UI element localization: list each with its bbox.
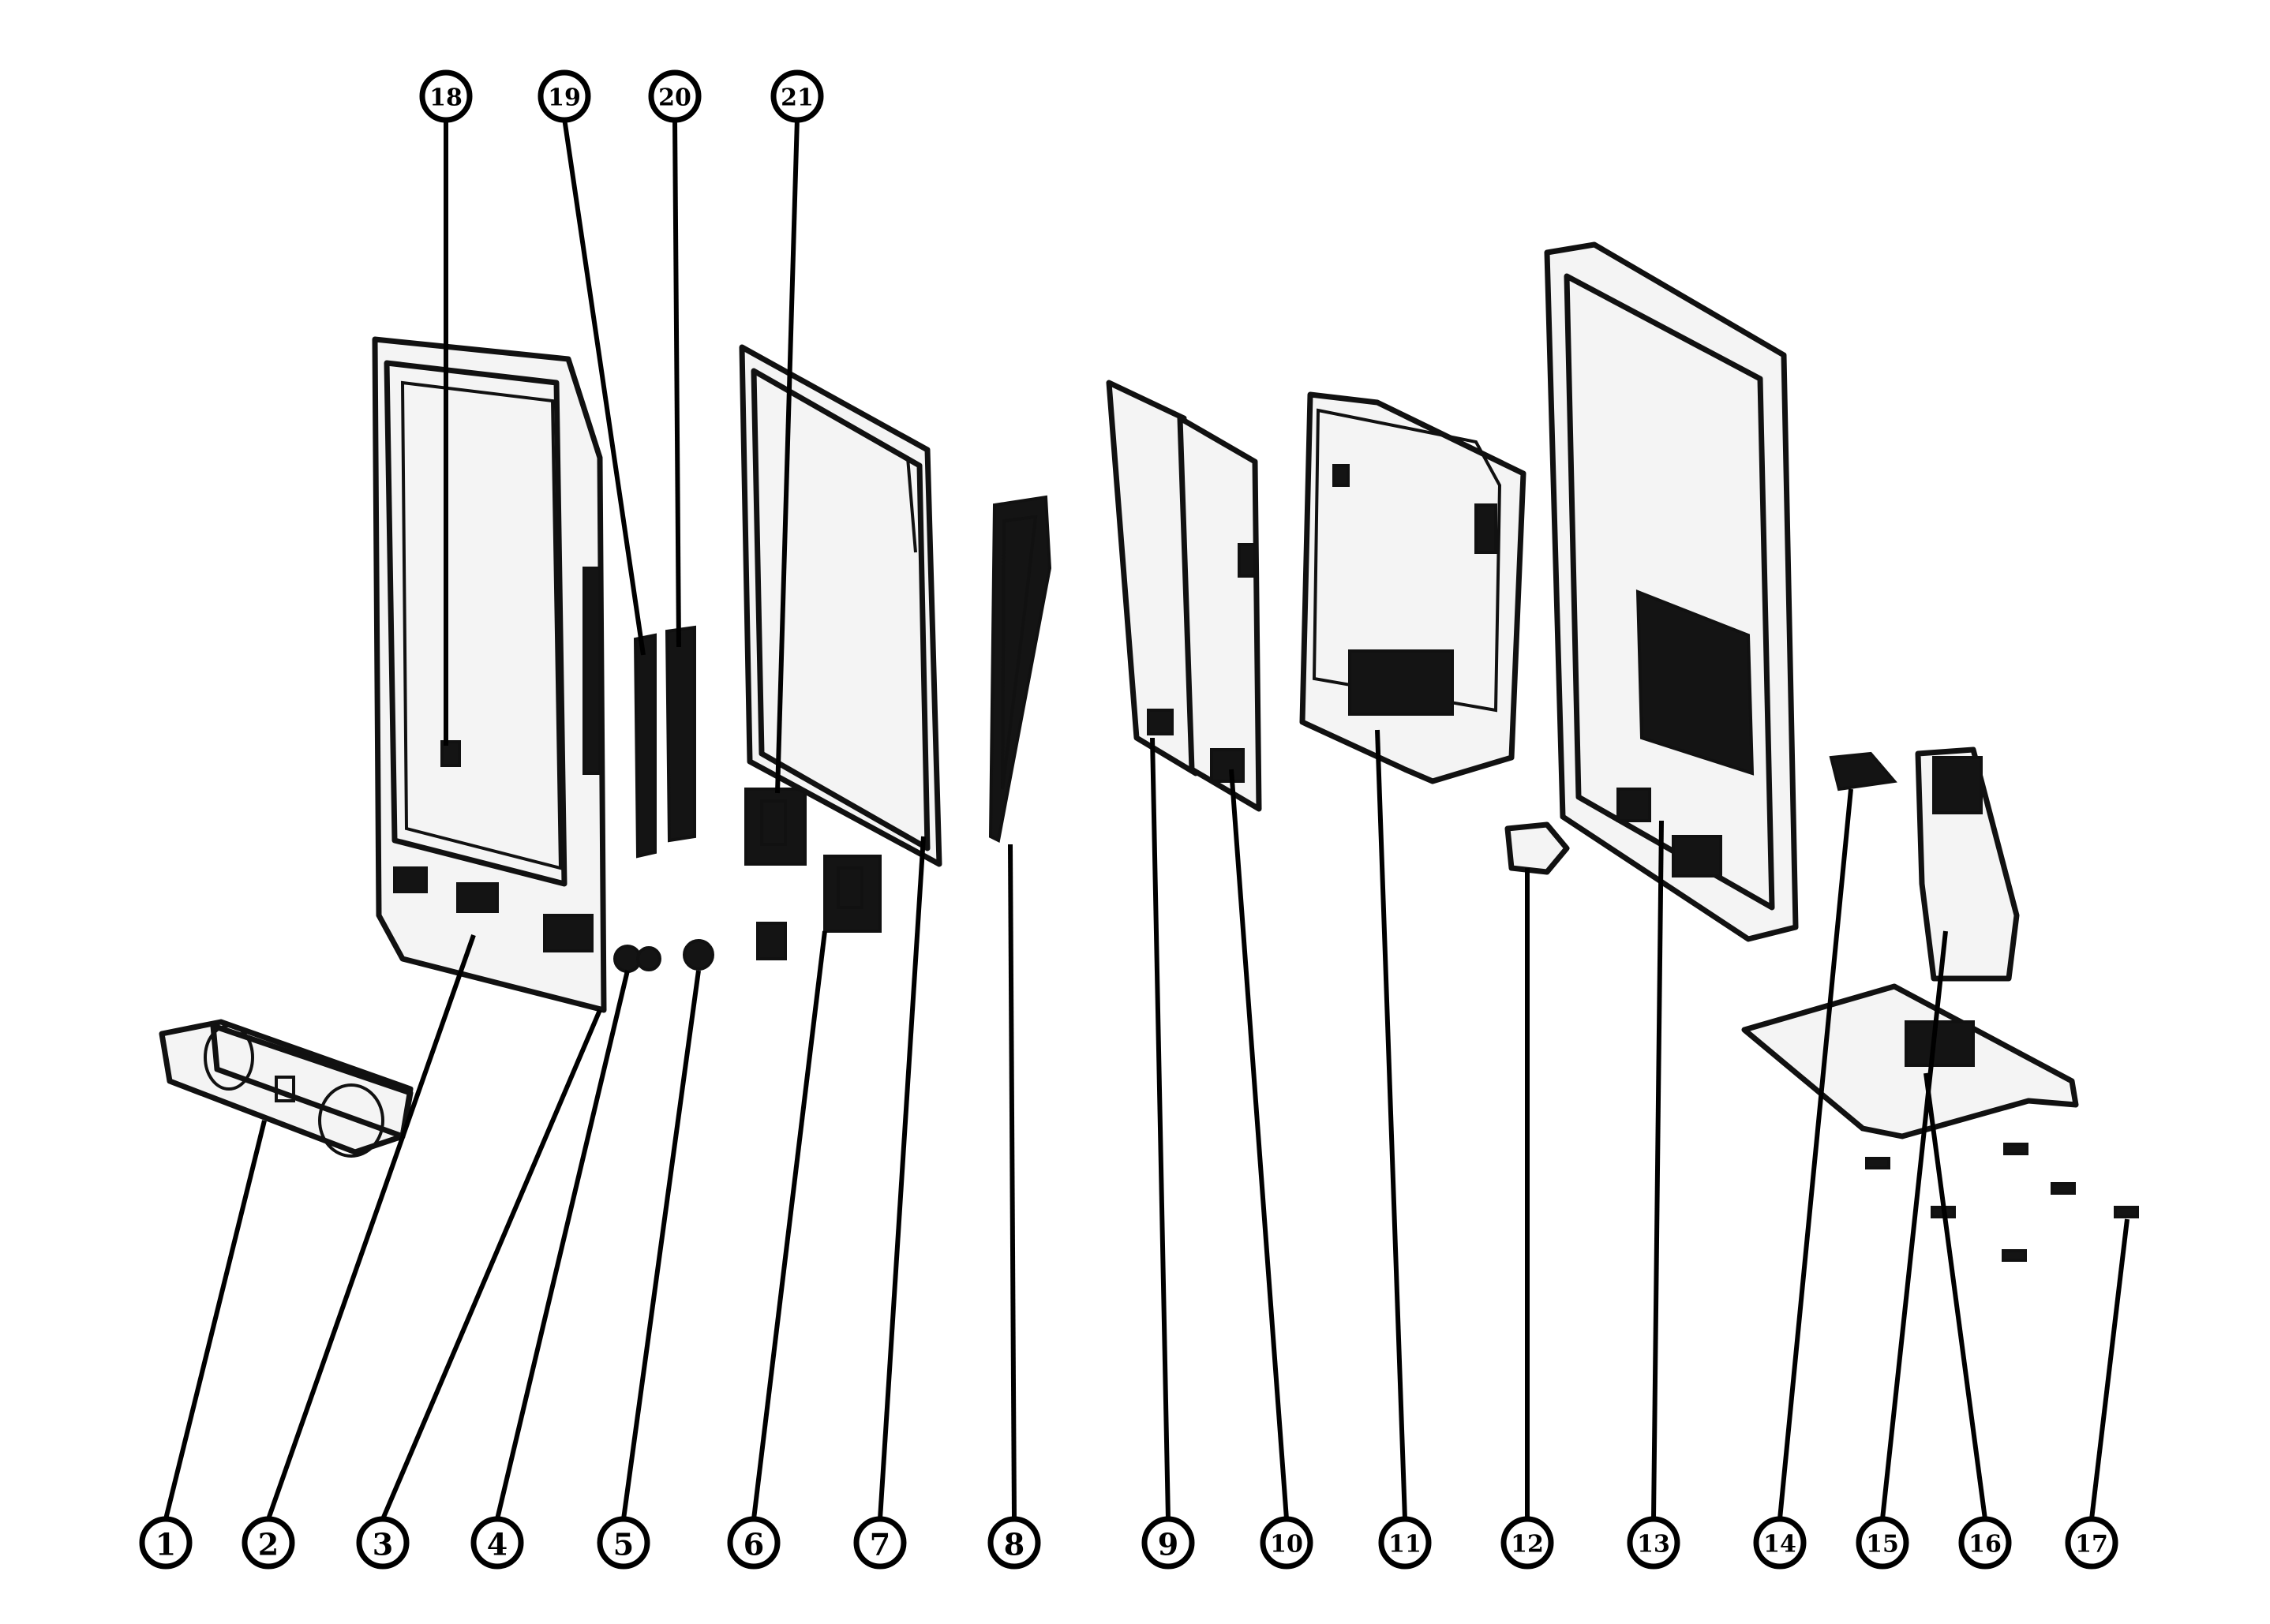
svg-text:20: 20: [658, 84, 691, 112]
svg-text:9: 9: [1158, 1527, 1178, 1562]
part-stand-neck: [1915, 747, 2020, 982]
callout-18: 18: [419, 69, 473, 123]
part-rubber-feet: [1865, 1143, 2139, 1262]
svg-text:8: 8: [1004, 1527, 1024, 1562]
svg-text:2: 2: [258, 1527, 279, 1562]
leader-lines: [163, 118, 2130, 1521]
svg-text:4: 4: [487, 1527, 508, 1562]
part-small-knob-5: [683, 939, 714, 971]
callout-13: 13: [1627, 1516, 1680, 1570]
callout-5: 5: [597, 1516, 650, 1570]
svg-text:6: 6: [744, 1527, 764, 1562]
callout-19: 19: [538, 69, 591, 123]
part-bracket-6: [823, 855, 882, 933]
part-bracket-21: [744, 788, 807, 960]
part-hinge: [1829, 751, 1897, 791]
callout-7: 7: [853, 1516, 907, 1570]
svg-text:7: 7: [870, 1527, 890, 1562]
callout-6: 6: [727, 1516, 781, 1570]
callout-16: 16: [1958, 1516, 2012, 1570]
callout-17: 17: [2065, 1516, 2118, 1570]
part-clip: [1504, 821, 1570, 875]
callout-11: 11: [1378, 1516, 1432, 1570]
callout-14: 14: [1753, 1516, 1807, 1570]
svg-text:12: 12: [1511, 1531, 1544, 1559]
part-stand-base: [1741, 983, 2079, 1139]
callouts-top: 18 19 20 21: [419, 69, 824, 123]
svg-text:13: 13: [1637, 1531, 1670, 1559]
svg-text:21: 21: [781, 84, 814, 112]
callout-15: 15: [1856, 1516, 1909, 1570]
part-side-bracket: [988, 495, 1052, 843]
svg-text:18: 18: [429, 84, 463, 112]
callouts-bottom: 1 2 3 4 5 6 7 8: [139, 1516, 2118, 1570]
svg-text:14: 14: [1763, 1531, 1796, 1559]
callout-12: 12: [1500, 1516, 1554, 1570]
part-key-board: [665, 625, 696, 843]
callout-3: 3: [356, 1516, 410, 1570]
callout-8: 8: [987, 1516, 1041, 1570]
part-control-board: [633, 633, 657, 859]
svg-text:3: 3: [373, 1527, 393, 1562]
part-front-bezel: [372, 336, 607, 1013]
svg-text:17: 17: [2075, 1531, 2108, 1559]
svg-text:19: 19: [548, 84, 581, 112]
part-button-bezel: [159, 1019, 414, 1158]
svg-text:16: 16: [1968, 1531, 2002, 1559]
svg-text:15: 15: [1866, 1531, 1899, 1559]
part-rear-cover: [1544, 241, 1799, 942]
callout-20: 20: [648, 69, 702, 123]
callout-10: 10: [1260, 1516, 1313, 1570]
callout-9: 9: [1141, 1516, 1195, 1570]
callout-2: 2: [242, 1516, 295, 1570]
svg-text:10: 10: [1270, 1531, 1303, 1559]
svg-text:11: 11: [1388, 1531, 1422, 1559]
svg-text:5: 5: [613, 1527, 634, 1562]
callout-21: 21: [770, 69, 824, 123]
part-small-knob-4: [613, 945, 661, 973]
callout-1: 1: [139, 1516, 193, 1570]
callout-4: 4: [470, 1516, 524, 1570]
part-shield-cover: [1299, 391, 1526, 784]
svg-text:1: 1: [155, 1527, 176, 1562]
part-power-board: [1177, 415, 1262, 812]
part-lcd-panel: [739, 344, 942, 867]
